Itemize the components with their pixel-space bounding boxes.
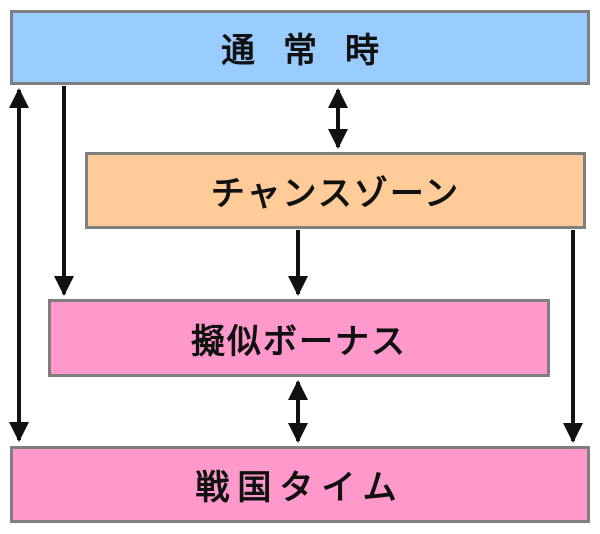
node-chance-zone-label: チャンスゾーン: [210, 174, 461, 214]
node-chance-zone: チャンスゾーン: [85, 152, 586, 229]
node-battle-time-label: 戦国タイム: [195, 468, 405, 508]
node-normal: 通常時: [10, 10, 590, 85]
node-pseudo-bonus: 擬似ボーナス: [48, 299, 550, 377]
node-pseudo-bonus-label: 擬似ボーナス: [191, 321, 407, 362]
node-battle-time: 戦国タイム: [10, 446, 590, 523]
node-normal-label: 通常時: [221, 31, 407, 71]
